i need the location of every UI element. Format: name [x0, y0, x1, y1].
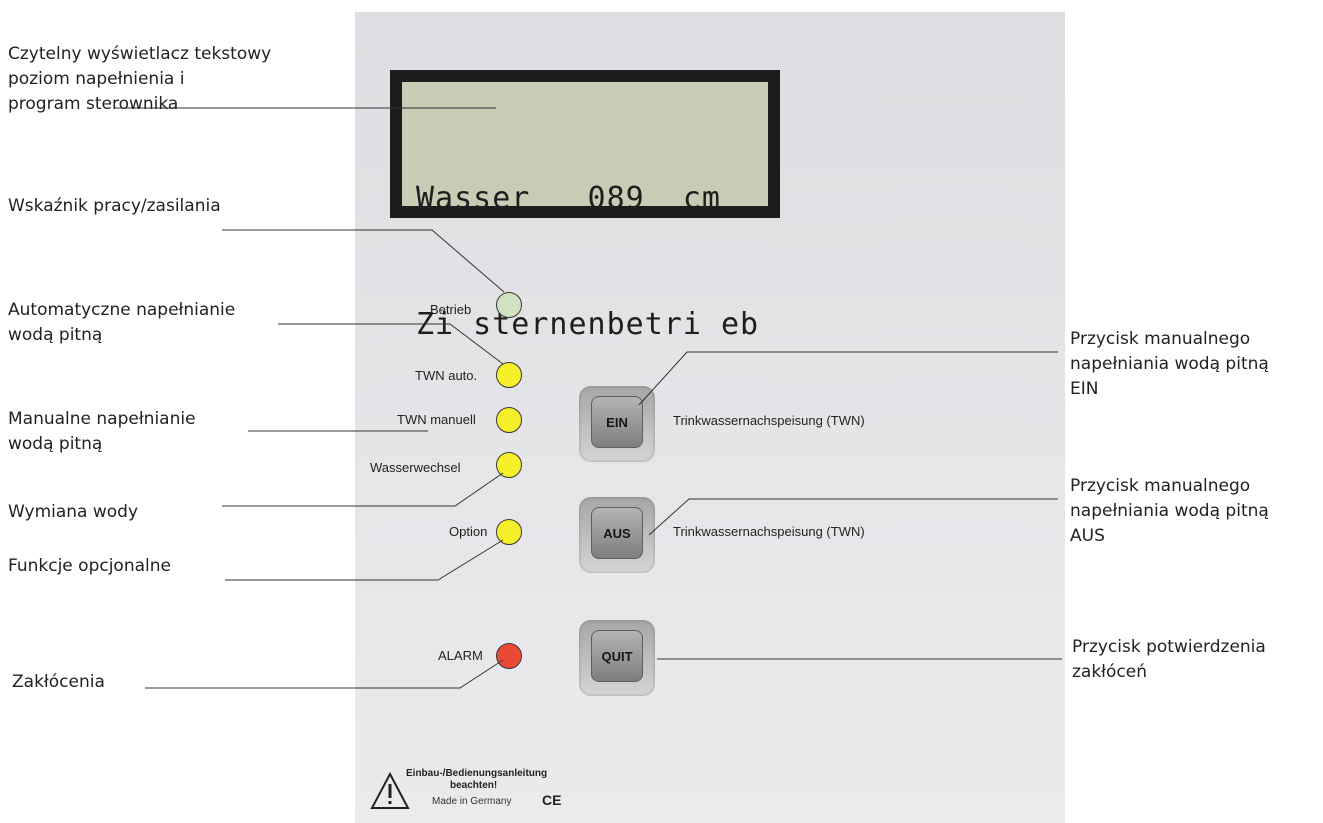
annotation-optional-functions: Funkcje opcjonalne: [8, 556, 171, 576]
wasserwechsel-led: [496, 452, 522, 478]
annotation-display: Czytelny wyświetlacz tekstowy poziom nap…: [8, 44, 272, 114]
alarm-label: ALARM: [438, 648, 483, 663]
leader-line-ein: [638, 351, 1058, 406]
twn-manuell-label: TWN manuell: [397, 412, 476, 427]
betrieb-label: Betrieb: [430, 302, 472, 317]
leader-line-auto-fill: [278, 323, 504, 365]
ein-button[interactable]: EIN: [579, 386, 655, 462]
leader-line-water-exchange: [222, 472, 504, 507]
annotation-aus-button: Przycisk manualnego napełniania wodą pit…: [1070, 476, 1269, 546]
annotation-auto-fill: Automatyczne napełnianie wodą pitną: [8, 300, 236, 345]
option-led: [496, 519, 522, 545]
annotation-water-exchange: Wymiana wody: [8, 502, 139, 522]
warning-triangle-icon: [370, 772, 410, 809]
lcd-line-1: Wasser 089 cm: [416, 181, 721, 216]
annotation-faults: Zakłócenia: [12, 672, 105, 692]
twn-auto-label: TWN auto.: [415, 368, 478, 383]
annotation-power-indicator: Wskaźnik pracy/zasilania: [8, 196, 221, 216]
aus-button[interactable]: AUS: [579, 497, 655, 573]
annotation-manual-fill: Manualne napełnianie wodą pitną: [8, 409, 196, 454]
lcd-display: Wasser 089 cm Zi sternenbetri eb: [390, 70, 780, 342]
ein-button-label: EIN: [591, 396, 643, 448]
leader-line-aus: [648, 498, 1058, 536]
quit-button[interactable]: QUIT: [579, 620, 655, 696]
twn-auto-led: [496, 362, 522, 388]
ce-mark: CE: [542, 792, 562, 808]
annotation-quit-button: Przycisk potwierdzenia zakłóceń: [1072, 637, 1266, 682]
alarm-led: [496, 643, 522, 669]
lcd-screen: Wasser 089 cm Zi sternenbetri eb: [402, 82, 768, 342]
warning-text-line1: Einbau-/Bedienungsanleitung: [406, 768, 548, 779]
warning-text-line2: beachten!: [450, 780, 498, 791]
twn-aus-description: Trinkwassernachspeisung (TWN): [673, 524, 865, 539]
twn-manuell-led: [496, 407, 522, 433]
wasserwechsel-label: Wasserwechsel: [370, 460, 461, 475]
made-in-germany-text: Made in Germany: [432, 796, 512, 807]
betrieb-led: [496, 292, 522, 318]
warning-label: Einbau-/Bedienungsanleitung beachten! Ma…: [370, 768, 590, 813]
twn-ein-description: Trinkwassernachspeisung (TWN): [673, 413, 865, 428]
annotation-ein-button: Przycisk manualnego napełniania wodą pit…: [1070, 329, 1269, 399]
option-label: Option: [449, 524, 488, 539]
leader-line-power: [222, 229, 505, 293]
aus-button-label: AUS: [591, 507, 643, 559]
leader-line-faults: [145, 659, 504, 689]
quit-button-label: QUIT: [591, 630, 643, 682]
leader-line-optional: [225, 539, 504, 581]
